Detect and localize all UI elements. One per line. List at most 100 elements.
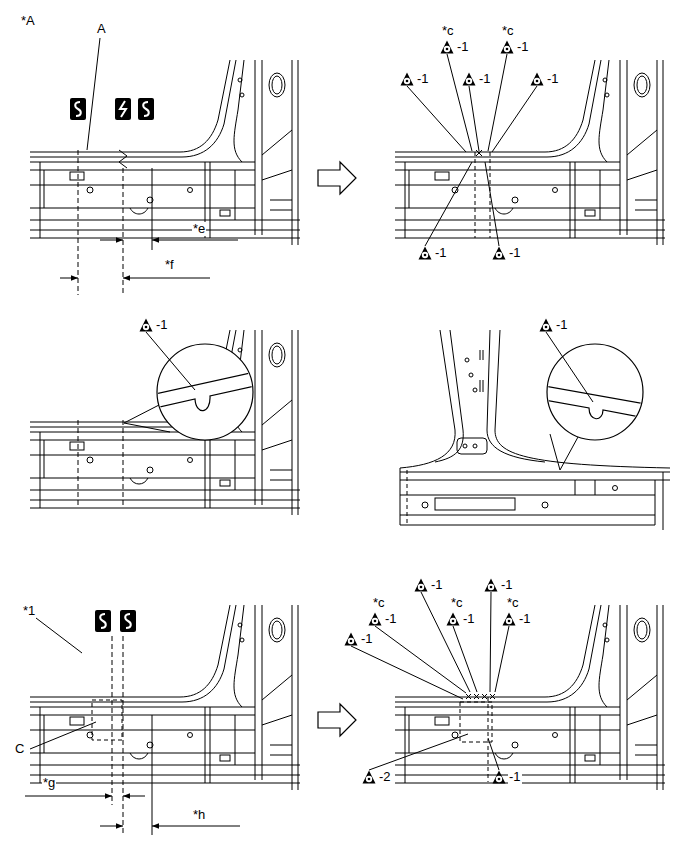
line-art [463,73,476,86]
line-art [30,722,96,749]
line-art [493,771,506,784]
line-art [60,38,238,295]
callout-label: C [14,742,25,756]
callout-label: -1 [456,40,470,54]
callout-label: -1 [518,612,532,626]
line-art [25,796,112,797]
line-art [415,579,428,592]
line-art [475,152,490,238]
line-art [119,150,127,168]
callout-label: *f [164,258,175,272]
line-art [155,372,255,394]
line-art [155,344,255,440]
line-art [466,694,495,699]
callout-label: *c [441,24,455,38]
line-art [140,319,153,332]
callout-label: -1 [516,40,530,54]
line-art [345,633,358,646]
callout-label: *c [372,596,386,610]
line-art [501,41,514,54]
line-art [318,162,356,194]
line-art [546,332,593,402]
line-art [138,98,154,120]
callout-label: -1 [416,72,430,86]
line-art [152,168,153,250]
callout-label: A [96,22,107,36]
line-art [540,319,553,332]
line-art [407,86,466,152]
line-art [547,344,643,440]
callout-label: -1 [434,246,448,260]
line-art [351,592,509,782]
line-art [25,618,240,835]
line-art [545,344,645,440]
line-art [447,613,460,626]
line-art [152,715,153,835]
line-art [152,826,240,827]
line-art [492,86,537,152]
line-art [447,54,472,151]
line-art [488,54,507,151]
line-art [395,605,665,790]
line-art [550,434,578,470]
callout-label: -1 [555,318,569,332]
line-art [425,162,472,246]
line-art [155,372,255,411]
line-art [100,240,123,241]
line-art [545,386,645,419]
line-art [87,38,100,150]
line-art [92,700,122,740]
callout-label: -1 [462,612,476,626]
line-art [441,41,454,54]
line-art [421,592,470,692]
line-art [476,150,482,156]
line-art [146,332,195,390]
line-art [78,420,123,508]
line-art [115,98,131,120]
line-art [395,60,665,245]
callout-label: -1 [478,72,492,86]
line-art [545,400,645,419]
line-art [100,826,123,827]
line-art [375,626,466,693]
callout-label: -2 [378,770,392,784]
line-art [36,618,82,653]
line-art [469,86,479,151]
callout-label: *e [192,222,206,236]
callout-label: *A [20,14,36,28]
line-art [453,626,477,692]
line-art [30,605,300,790]
callout-label: -1 [384,612,398,626]
line-art [123,796,145,797]
line-art [157,344,253,440]
line-art [123,278,210,279]
line-art [407,54,537,246]
line-art [30,60,300,245]
line-art [78,405,170,508]
callout-label: *g [42,776,56,790]
callout-label: -1 [360,632,374,646]
callout-label: *c [501,24,515,38]
line-art [351,646,463,699]
callout-label: -1 [546,72,560,86]
line-art [78,150,123,295]
line-art [485,162,499,246]
line-art [495,626,509,692]
line-art [363,771,376,784]
callout-label: *1 [22,604,36,618]
line-art [419,247,432,260]
line-art [369,613,382,626]
callout-label: -1 [508,770,522,784]
line-art [369,734,468,770]
line-art [460,702,492,742]
line-art [531,73,544,86]
line-art [152,240,238,241]
line-art [112,636,123,835]
line-art [401,73,414,86]
line-art [95,610,111,632]
line-art [60,278,78,279]
callout-label: *c [506,596,520,610]
